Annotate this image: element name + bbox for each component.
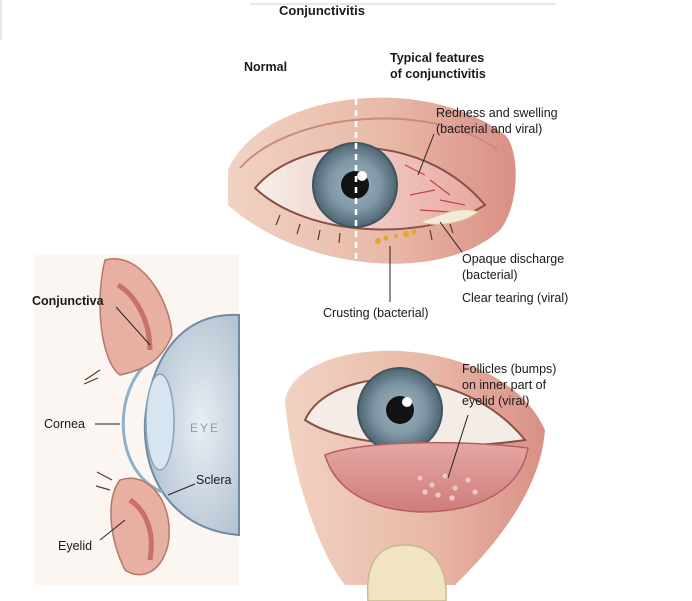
lower-lid-section <box>110 477 170 576</box>
eye-section-text: EYE <box>190 421 220 435</box>
crusting <box>375 229 417 244</box>
eyelid-label: Eyelid <box>58 539 93 553</box>
typical-header-line1: Typical features <box>390 51 485 65</box>
bottom-eye <box>285 350 545 601</box>
lens <box>145 373 175 471</box>
opaque-label-line2: (bacterial) <box>462 268 518 282</box>
lower-lid-tissue <box>128 497 154 561</box>
bottom-highlight <box>402 397 412 407</box>
eye-globe <box>143 313 240 537</box>
clear-tearing-label: Clear tearing (viral) <box>462 291 569 305</box>
follicles-label-line2: on inner part of <box>462 378 547 392</box>
normal-header: Normal <box>244 60 288 74</box>
cornea-label: Cornea <box>44 417 85 431</box>
red-vessels <box>404 164 466 213</box>
top-highlight <box>357 171 367 181</box>
lower-lashes <box>275 214 454 244</box>
follicles-label-line3: eyelid (viral) <box>462 394 530 408</box>
cross-section <box>34 255 240 585</box>
discharge <box>418 209 480 225</box>
opaque-label-line1: Opaque discharge <box>462 252 565 266</box>
top-eye <box>228 97 516 264</box>
follicles-label-line1: Follicles (bumps) <box>462 362 557 376</box>
sclera-label: Sclera <box>196 473 232 487</box>
conjunctiva-label: Conjunctiva <box>32 294 104 308</box>
section-lashes <box>83 369 113 491</box>
follicle-pointer <box>447 414 469 479</box>
follicles <box>416 472 479 502</box>
finger <box>366 544 447 601</box>
redness-label-line1: Redness and swelling <box>436 106 558 120</box>
upper-lid-crease <box>239 117 499 169</box>
left-pointers <box>95 306 196 541</box>
diagram-title: Conjunctivitis <box>279 3 365 18</box>
everted-lid <box>324 441 529 513</box>
top-pointers <box>389 133 463 302</box>
upper-lid-tissue <box>116 282 153 351</box>
crusting-label: Crusting (bacterial) <box>323 306 429 320</box>
typical-header-line2: of conjunctivitis <box>390 67 486 81</box>
redness-label-line2: (bacterial and viral) <box>436 122 543 136</box>
